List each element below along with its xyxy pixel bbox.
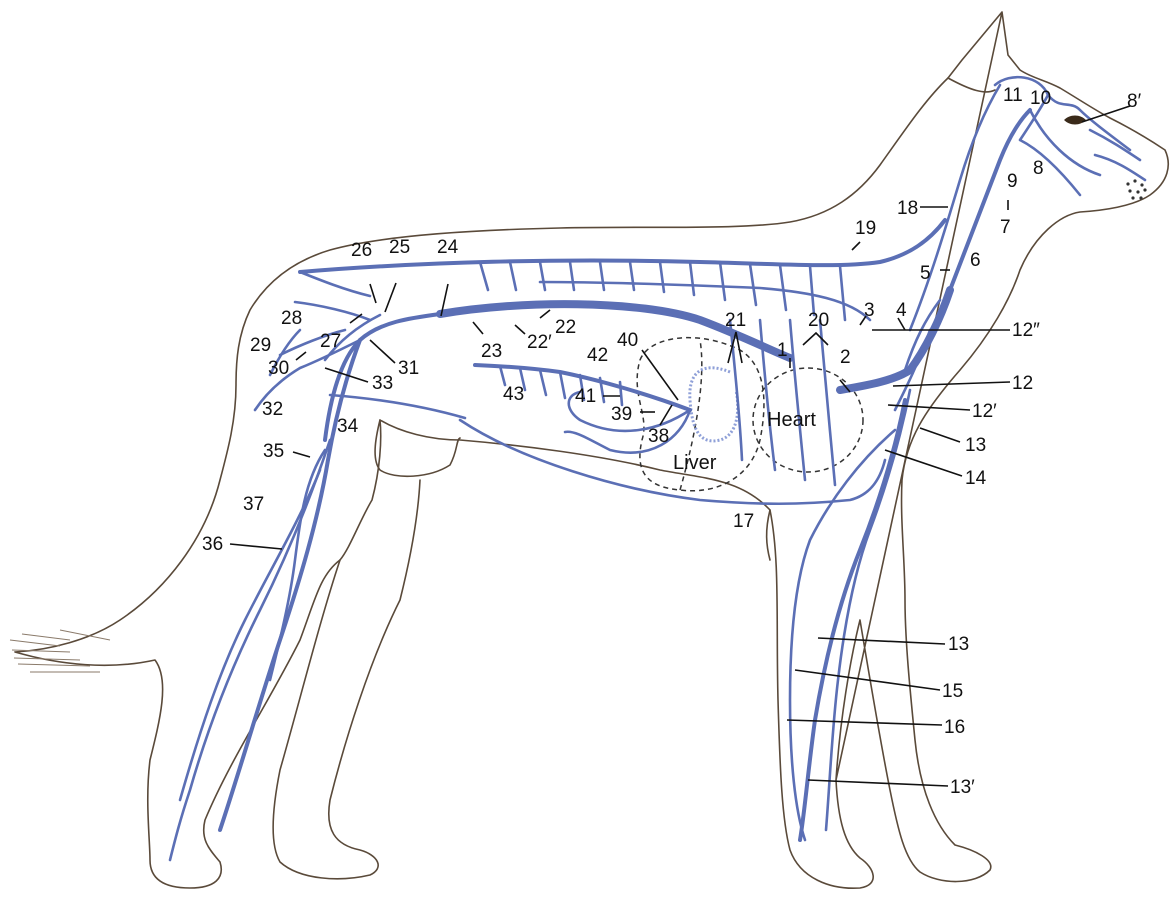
label-31: 31: [398, 358, 419, 379]
maxillary: [1090, 130, 1145, 180]
label-10: 10: [1030, 88, 1051, 109]
label-13b: 13: [948, 634, 969, 655]
cephalic: [800, 400, 905, 840]
label-38: 38: [648, 426, 669, 447]
leader-20: [803, 333, 828, 345]
leader-12: [893, 382, 1010, 386]
leader-13b: [818, 638, 945, 644]
label-19: 19: [855, 218, 876, 239]
label-17: 17: [733, 511, 754, 532]
eye-icon: [1064, 116, 1086, 125]
label-39: 39: [611, 404, 632, 425]
leader-30: [296, 352, 306, 360]
label-42: 42: [587, 345, 608, 366]
label-28: 28: [281, 308, 302, 329]
label-41: 41: [575, 386, 596, 407]
label-20: 20: [808, 310, 829, 331]
label-30: 30: [268, 358, 289, 379]
foreleg-inner: [767, 510, 770, 560]
leader-40: [642, 350, 678, 400]
hindleg-inner: [273, 480, 420, 879]
label-7: 7: [1000, 217, 1011, 238]
label-12: 12: [1012, 373, 1033, 394]
dog-outline: [10, 12, 1168, 888]
leader-19: [852, 242, 860, 250]
leader-25: [385, 283, 396, 312]
label-12p: 12′: [972, 401, 997, 422]
label-8: 8: [1033, 158, 1044, 179]
heart-label: Heart: [767, 409, 816, 431]
leader-16: [787, 720, 942, 725]
label-12pp: 12″: [1012, 320, 1040, 341]
cranial-vena-cava: [840, 290, 950, 390]
portal-loop: [690, 368, 738, 441]
label-21: 21: [725, 310, 746, 331]
label-3: 3: [864, 300, 875, 321]
label-8p: 8′: [1127, 91, 1142, 112]
leader-15: [795, 670, 940, 690]
label-40: 40: [617, 330, 638, 351]
leader-26: [370, 284, 376, 303]
label-2: 2: [840, 347, 851, 368]
label-4: 4: [896, 300, 907, 321]
label-26: 26: [351, 240, 372, 261]
label-15: 15: [942, 681, 963, 702]
label-16: 16: [944, 717, 965, 738]
circumflex: [330, 395, 465, 418]
leader-35: [293, 452, 310, 457]
leader-8p: [1082, 106, 1130, 122]
label-36: 36: [202, 534, 223, 555]
label-33: 33: [372, 373, 393, 394]
label-22p: 22′: [527, 332, 552, 353]
label-23: 23: [481, 341, 502, 362]
leader-22: [540, 310, 550, 318]
label-24: 24: [437, 237, 459, 258]
label-1: 1: [777, 340, 788, 361]
number-labels: 1 2 3 4 5 6 7 8 8′ 9 10 11 12 12′ 12″ 13…: [202, 85, 1142, 798]
label-14: 14: [965, 468, 987, 489]
label-9: 9: [1007, 171, 1018, 192]
label-29: 29: [250, 335, 271, 356]
nose-dots: [1126, 179, 1146, 199]
leader-36: [230, 544, 282, 549]
leader-14: [885, 450, 962, 476]
label-37: 37: [243, 494, 264, 515]
label-35: 35: [263, 441, 284, 462]
label-22: 22: [555, 317, 576, 338]
label-5: 5: [920, 263, 931, 284]
leader-13a: [920, 428, 960, 442]
leader-23: [473, 322, 483, 334]
label-13p: 13′: [950, 777, 975, 798]
label-32: 32: [262, 399, 283, 420]
label-6: 6: [970, 250, 981, 271]
liver-label: Liver: [673, 452, 717, 474]
label-25: 25: [389, 237, 410, 258]
label-27: 27: [320, 331, 341, 352]
label-13a: 13: [965, 435, 986, 456]
body-outline: [15, 12, 1168, 888]
leader-31: [370, 340, 395, 363]
label-18: 18: [897, 198, 918, 219]
label-43: 43: [503, 384, 524, 405]
leader-22p: [515, 325, 525, 334]
label-11: 11: [1003, 85, 1023, 106]
label-34: 34: [337, 416, 359, 437]
belly-line: [375, 420, 460, 476]
